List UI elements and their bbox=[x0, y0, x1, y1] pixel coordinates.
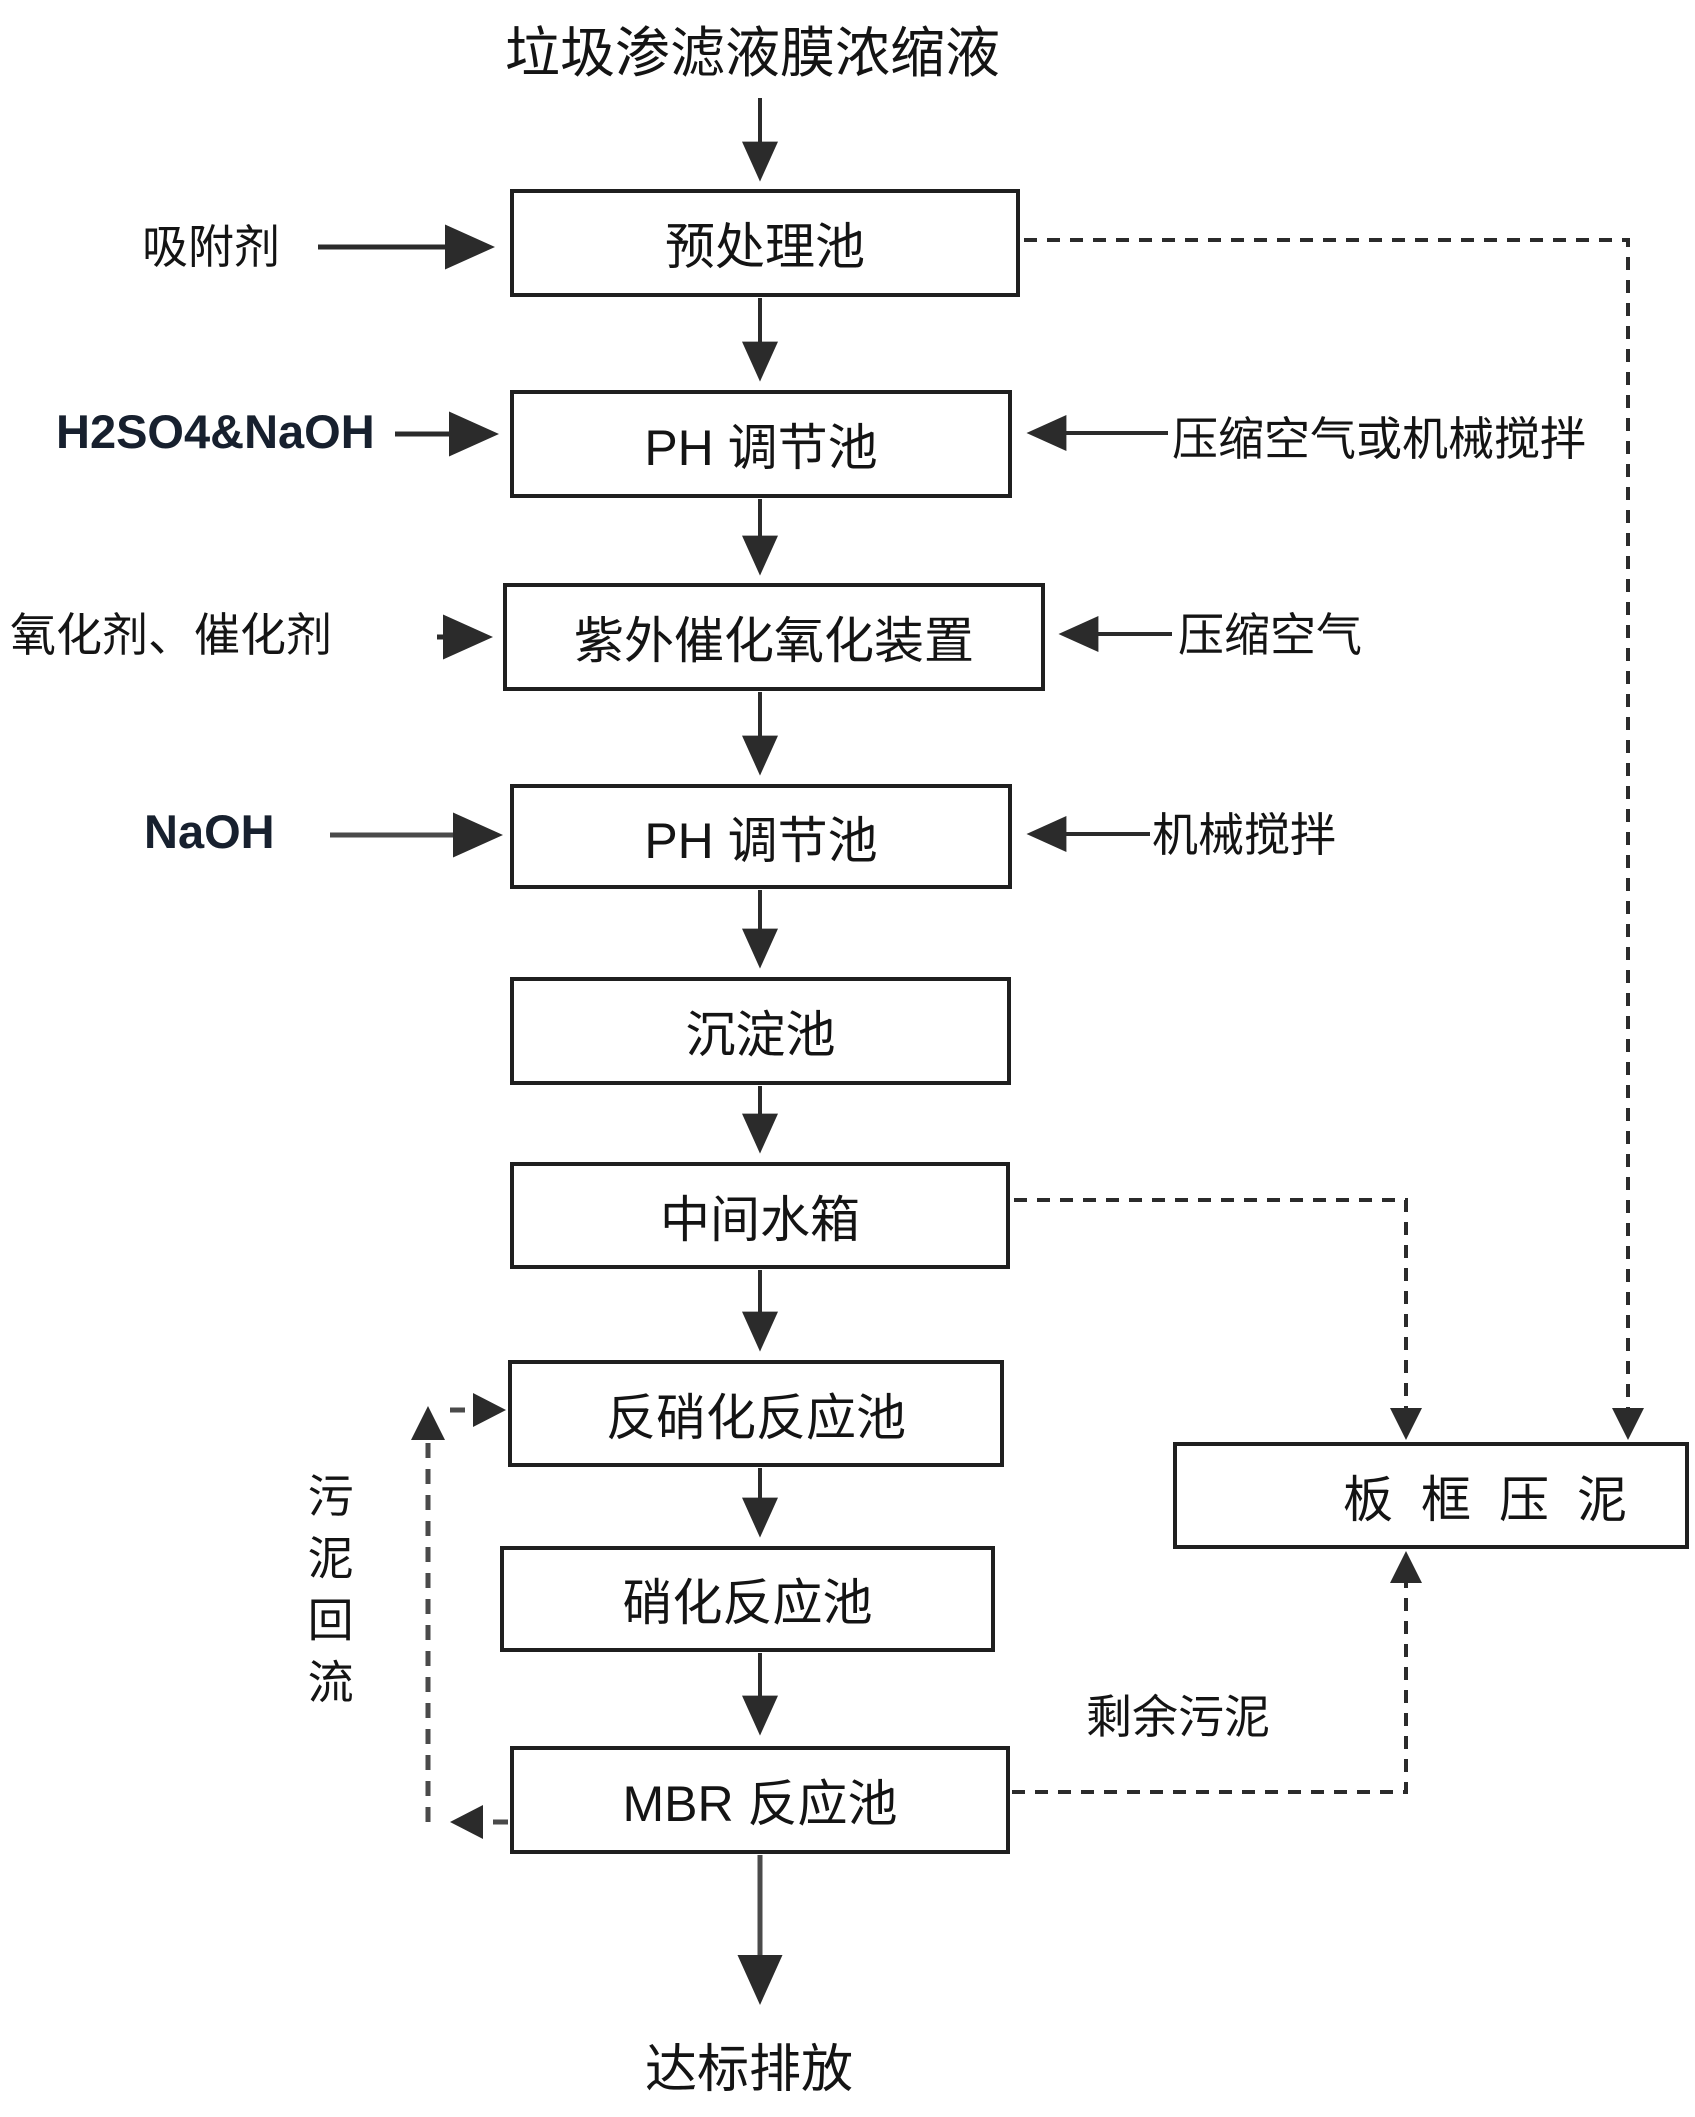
dashed-mbr-to-press-head bbox=[1390, 1551, 1422, 1583]
node-ph-adjust-1: PH 调节池 bbox=[510, 390, 1012, 498]
dashed-mbr-to-press bbox=[1012, 1566, 1408, 1794]
node-ph-adjust-2: PH 调节池 bbox=[510, 784, 1012, 889]
label-compressed-air: 压缩空气 bbox=[1178, 609, 1362, 661]
node-intermediate-tank: 中间水箱 bbox=[510, 1162, 1010, 1269]
node-nitrification: 硝化反应池 bbox=[500, 1546, 995, 1652]
label-adsorbent: 吸附剂 bbox=[142, 221, 280, 273]
node-sedimentation: 沉淀池 bbox=[510, 977, 1011, 1085]
label-discharge: 达标排放 bbox=[645, 2041, 854, 2099]
label-mech-stir: 机械搅拌 bbox=[1152, 809, 1336, 861]
label-oxidant-catalyst: 氧化剂、催化剂 bbox=[10, 609, 332, 661]
label-compressed-air-or-mech: 压缩空气或机械搅拌 bbox=[1172, 413, 1586, 465]
dashed-intermediate-to-press bbox=[1014, 1198, 1408, 1426]
label-naoh: NaOH bbox=[144, 805, 275, 858]
dashed-intermediate-to-press-head bbox=[1390, 1408, 1422, 1440]
label-surplus-sludge: 剩余污泥 bbox=[1086, 1691, 1270, 1743]
dashed-recycle-vertical-head bbox=[411, 1406, 445, 1440]
node-plate-frame-press: 板框压泥 bbox=[1173, 1442, 1689, 1549]
dashed-pretreatment-to-press-head bbox=[1612, 1408, 1644, 1440]
node-uv-oxidation: 紫外催化氧化装置 bbox=[503, 583, 1045, 691]
label-sludge-recycle: 污泥回流 bbox=[301, 1472, 354, 1720]
dashed-recycle-top-head bbox=[473, 1393, 506, 1427]
diagram-title: 垃圾渗滤液膜浓缩液 bbox=[505, 22, 1001, 84]
node-mbr: MBR 反应池 bbox=[510, 1746, 1010, 1854]
node-denitrification: 反硝化反应池 bbox=[508, 1360, 1004, 1467]
dashed-pretreatment-to-press bbox=[1024, 238, 1630, 1426]
label-acid-base: H2SO4&NaOH bbox=[56, 405, 375, 458]
node-pretreatment: 预处理池 bbox=[510, 189, 1020, 297]
dashed-recycle-bottom-head bbox=[450, 1805, 483, 1839]
